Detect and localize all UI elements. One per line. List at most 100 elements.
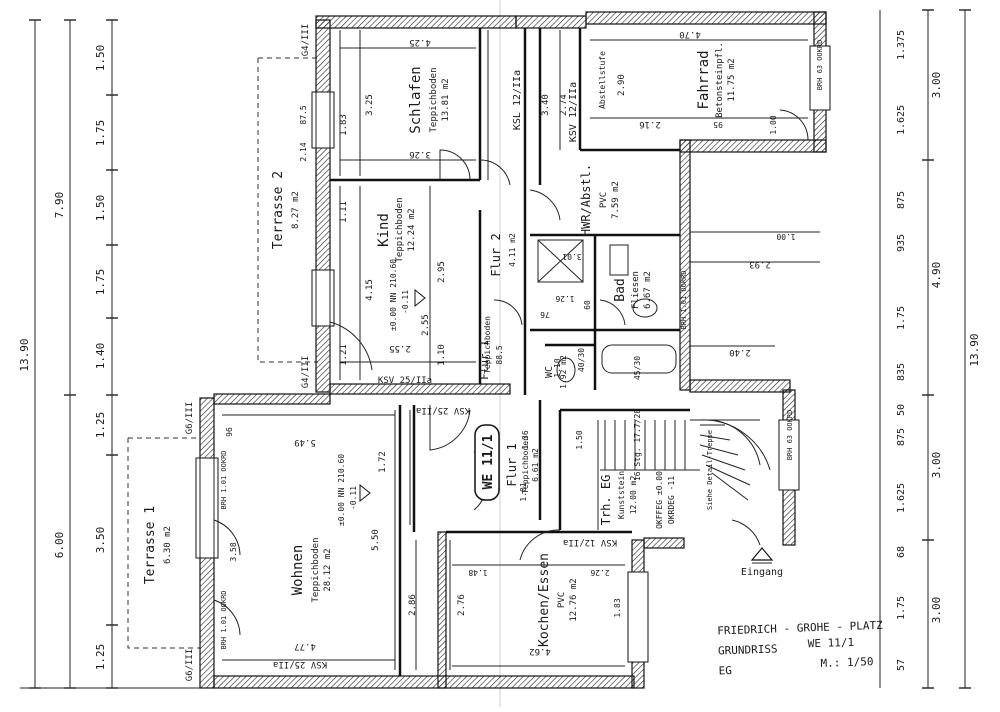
dim-inner-39: 1.10 bbox=[553, 358, 562, 377]
dim-inner-23: 5.50 bbox=[371, 529, 381, 551]
bath-fixtures bbox=[537, 239, 677, 383]
room-treppe-area: 12.00 m2 bbox=[629, 476, 638, 515]
dim-right-inner-4: 935 bbox=[896, 234, 907, 252]
room-flur1b-area: 6.61 m2 bbox=[531, 448, 540, 482]
level-triangle-kind bbox=[414, 288, 426, 308]
room-terrasse2-name: Terrasse 2 bbox=[271, 171, 286, 249]
dim-inner-9: 4.70 bbox=[679, 29, 701, 39]
wall-ksv-1: KSV 12/IIa bbox=[568, 82, 579, 142]
dim-inner-32: 2.93 bbox=[749, 259, 771, 269]
room-kind-area: 12.24 m2 bbox=[407, 208, 417, 251]
level-wohnen-b: -0.11 bbox=[349, 486, 358, 510]
room-hwr-area: 7.59 m2 bbox=[611, 181, 621, 219]
dim-left-inner-2: 1.75 bbox=[94, 120, 107, 147]
room-wc-area: 1.92 m2 bbox=[559, 355, 568, 389]
wall-ksv-5: KSV 12/IIa bbox=[563, 537, 617, 547]
brh-2: BRH 1.01 OOKRD bbox=[220, 590, 228, 649]
dim-inner-31: 2.40 bbox=[729, 347, 751, 357]
room-kochen-floor: PVC bbox=[557, 592, 567, 608]
dim-inner-42: 3.58 bbox=[229, 542, 238, 561]
windows bbox=[195, 45, 831, 663]
dim-inner-30: 4.62 bbox=[529, 646, 551, 656]
dim-inner-3: 3.26 bbox=[409, 149, 431, 159]
dim-left-inner-8: 1.25 bbox=[94, 644, 107, 671]
dim-inner-38: 60 bbox=[583, 300, 592, 310]
room-schlafen-floor: Teppichboden bbox=[429, 67, 439, 132]
right-dimension-chains bbox=[879, 9, 971, 689]
room-terrasse2-area: 8.27 m2 bbox=[291, 191, 301, 229]
terrasse-2-outline bbox=[257, 57, 318, 363]
dim-left-mid-1: 7.90 bbox=[53, 192, 66, 219]
stair-label: 16 Stg. 17.7/28 bbox=[633, 409, 642, 481]
room-hwr-floor: PVC bbox=[599, 192, 609, 208]
dim-left-inner-6: 1.25 bbox=[94, 412, 107, 439]
dim-right-inner-5: 1.75 bbox=[896, 306, 907, 330]
wall-g6-b: G6/III bbox=[185, 649, 195, 682]
room-flur2-floor: Teppichboden bbox=[483, 316, 492, 374]
dim-inner-17: 2.55 bbox=[421, 314, 431, 336]
unit-label-box bbox=[474, 424, 500, 501]
dim-inner-34: 1.26 bbox=[555, 294, 574, 303]
room-flur1b-floor: Teppichboden bbox=[521, 436, 530, 494]
dim-inner-14: 2.95 bbox=[437, 261, 447, 283]
dim-right-outer: 13.90 bbox=[968, 333, 981, 366]
title-block: FRIEDRICH - GROHE - PLATZ GRUNDRISS WE 1… bbox=[717, 619, 883, 678]
interior-dimension-lines bbox=[222, 30, 820, 670]
dim-inner-33: 1.00 bbox=[776, 232, 795, 241]
dim-inner-7: 3.40 bbox=[541, 94, 551, 116]
room-wohnen-name: Wohnen bbox=[290, 545, 306, 596]
title-plan: GRUNDRISS bbox=[718, 642, 778, 657]
title-scale: M.: 1/50 bbox=[820, 655, 873, 670]
room-flur2-area: 4.11 m2 bbox=[508, 233, 517, 267]
room-kind-name: Kind bbox=[376, 213, 392, 247]
dim-inner-13: 1.00 bbox=[769, 115, 778, 134]
brh-3: BRH 63 OOKRD bbox=[816, 40, 824, 91]
dim-left-inner-7: 3.50 bbox=[94, 527, 107, 554]
dim-inner-1: 4.25 bbox=[409, 37, 431, 47]
staircase bbox=[597, 419, 771, 530]
dim-inner-21: 5.49 bbox=[294, 437, 316, 447]
stair-note: Siehe Detail-Treppe bbox=[706, 430, 714, 510]
dim-inner-18: 1.21 bbox=[339, 344, 349, 366]
dim-inner-27: 2.26 bbox=[590, 568, 609, 577]
dim-right-inner-12: 57 bbox=[896, 659, 907, 671]
dim-inner-25: 2.76 bbox=[457, 594, 467, 616]
interior-walls bbox=[330, 28, 690, 676]
room-wohnen-area: 28.12 m2 bbox=[323, 548, 333, 591]
okffeg-label: OKFFEG ±0.00 bbox=[655, 471, 664, 529]
dim-right-mid-4: 3.00 bbox=[930, 597, 943, 624]
dim-right-inner-6: 835 bbox=[896, 363, 907, 381]
dim-inner-6: 87.5 bbox=[299, 105, 308, 124]
dim-right-inner-7: 50 bbox=[896, 404, 907, 416]
dim-inner-43: 1.01 bbox=[519, 482, 528, 501]
title-unit: WE 11/1 bbox=[808, 636, 855, 651]
room-kochen-area: 12.76 m2 bbox=[569, 578, 579, 621]
room-bad-name: Bad bbox=[613, 278, 628, 301]
room-flur1a-name: Flur 1 bbox=[478, 340, 491, 380]
dim-inner-4: 1.83 bbox=[339, 114, 349, 136]
dim-inner-26: 1.48 bbox=[468, 568, 487, 577]
room-schlafen-area: 13.81 m2 bbox=[441, 78, 451, 121]
bath-dim: 45/30 bbox=[633, 356, 642, 380]
dim-right-inner-3: 875 bbox=[896, 191, 907, 209]
dim-left-outer: 13.90 bbox=[18, 338, 31, 371]
dim-right-mid-1: 3.00 bbox=[930, 72, 943, 99]
dim-inner-41: 96 bbox=[225, 427, 234, 437]
room-wohnen-floor: Teppichboden bbox=[311, 537, 321, 602]
wall-g4-b: G4/III bbox=[301, 356, 311, 389]
room-kind-floor: Teppichboden bbox=[395, 197, 405, 262]
dim-inner-28: 1.83 bbox=[613, 598, 622, 617]
unit-label: WE 11/1 bbox=[481, 434, 496, 489]
brh-4: BRH 63 OOKRD bbox=[786, 410, 794, 461]
dim-left-inner-4: 1.75 bbox=[94, 269, 107, 296]
room-flur1b-name: Flur 1 bbox=[505, 443, 519, 486]
wall-ksv-2: KSV 25/IIa bbox=[378, 376, 432, 386]
room-hwr-name: HWR/Abstl. bbox=[579, 164, 593, 236]
dim-right-inner-11: 1.75 bbox=[896, 596, 907, 620]
dim-inner-19: 1.10 bbox=[437, 344, 447, 366]
dim-inner-16: 2.55 bbox=[389, 343, 411, 353]
eingang-label: Eingang bbox=[741, 567, 783, 578]
wall-g4-a: G4/III bbox=[301, 24, 311, 57]
